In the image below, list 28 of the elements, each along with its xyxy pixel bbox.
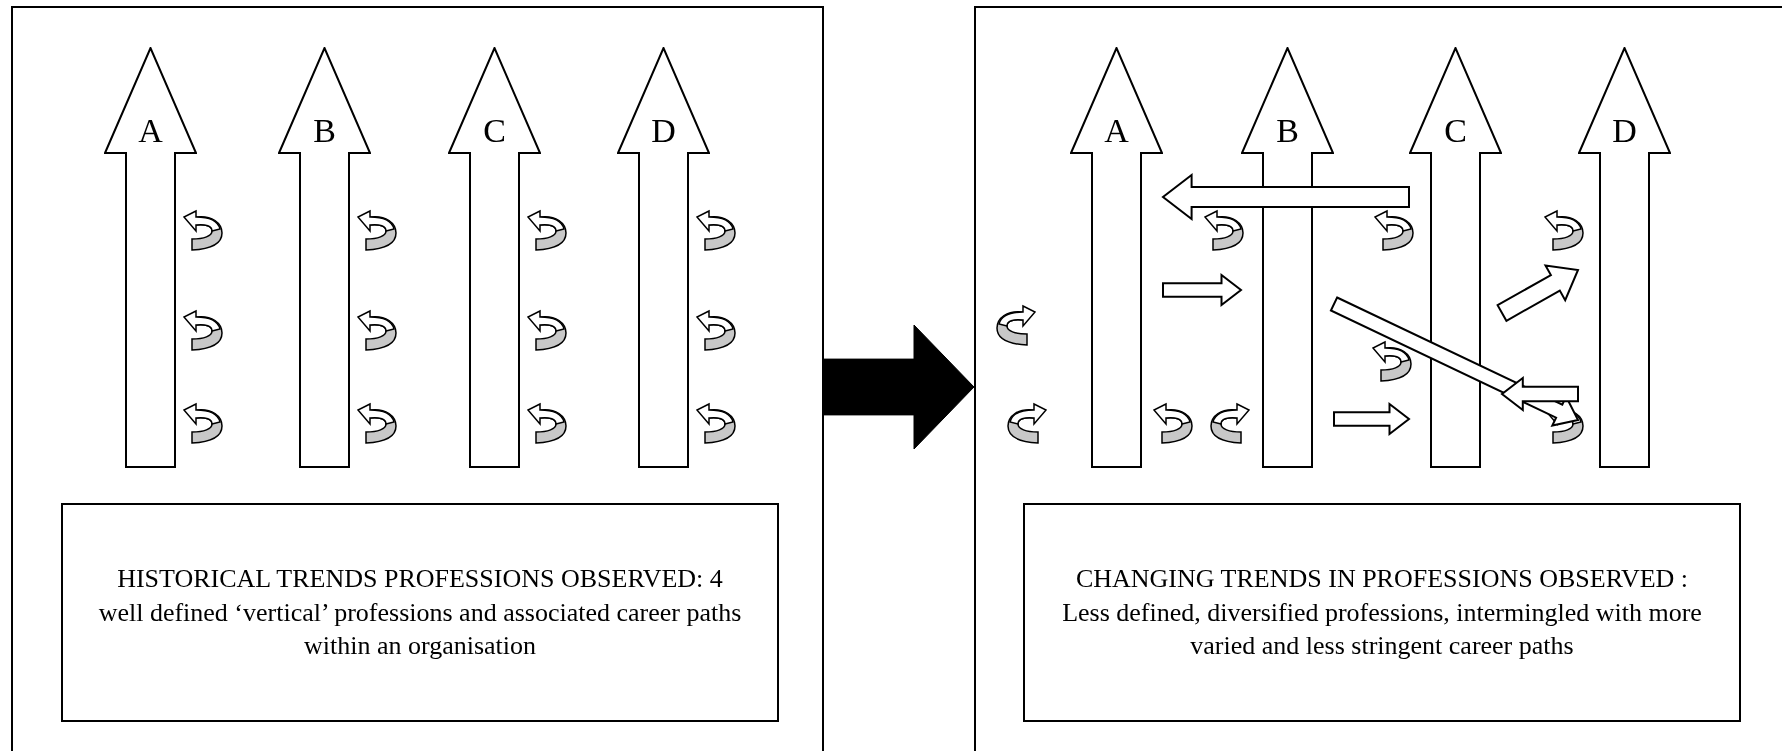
text-box <box>1023 503 1741 722</box>
block-arrow <box>617 47 710 468</box>
block-arrow <box>823 324 975 450</box>
block-arrow <box>448 47 541 468</box>
profession-letter: B <box>1275 113 1300 149</box>
profession-letter: D <box>1611 113 1638 149</box>
profession-letter: A <box>137 113 164 149</box>
block-arrow <box>1070 47 1163 468</box>
profession-letter: C <box>1443 113 1468 149</box>
block-arrow <box>1496 264 1580 323</box>
block-arrow <box>1578 47 1671 468</box>
block-arrow <box>1333 401 1411 437</box>
description-text: CHANGING TRENDS IN PROFESSIONS OBSERVED : Less defined, diversified professions, intermingled with more varied and less stringent career paths <box>1061 562 1703 663</box>
description-text: HISTORICAL TRENDS PROFESSIONS OBSERVED: 4 well defined ‘vertical’ professions and associated career paths within an organisation <box>97 562 743 663</box>
block-arrow <box>1241 47 1334 468</box>
profession-letter: D <box>650 113 677 149</box>
profession-letter: B <box>312 113 337 149</box>
block-arrow <box>1161 172 1410 222</box>
panel-frame <box>974 6 1782 751</box>
profession-letter: C <box>482 113 507 149</box>
block-arrow <box>1500 375 1579 413</box>
block-arrow <box>1409 47 1502 468</box>
profession-letter: A <box>1103 113 1130 149</box>
block-arrow <box>1162 272 1243 308</box>
panel-frame <box>11 6 824 751</box>
block-arrow <box>278 47 371 468</box>
block-arrow <box>104 47 197 468</box>
text-box <box>61 503 779 722</box>
